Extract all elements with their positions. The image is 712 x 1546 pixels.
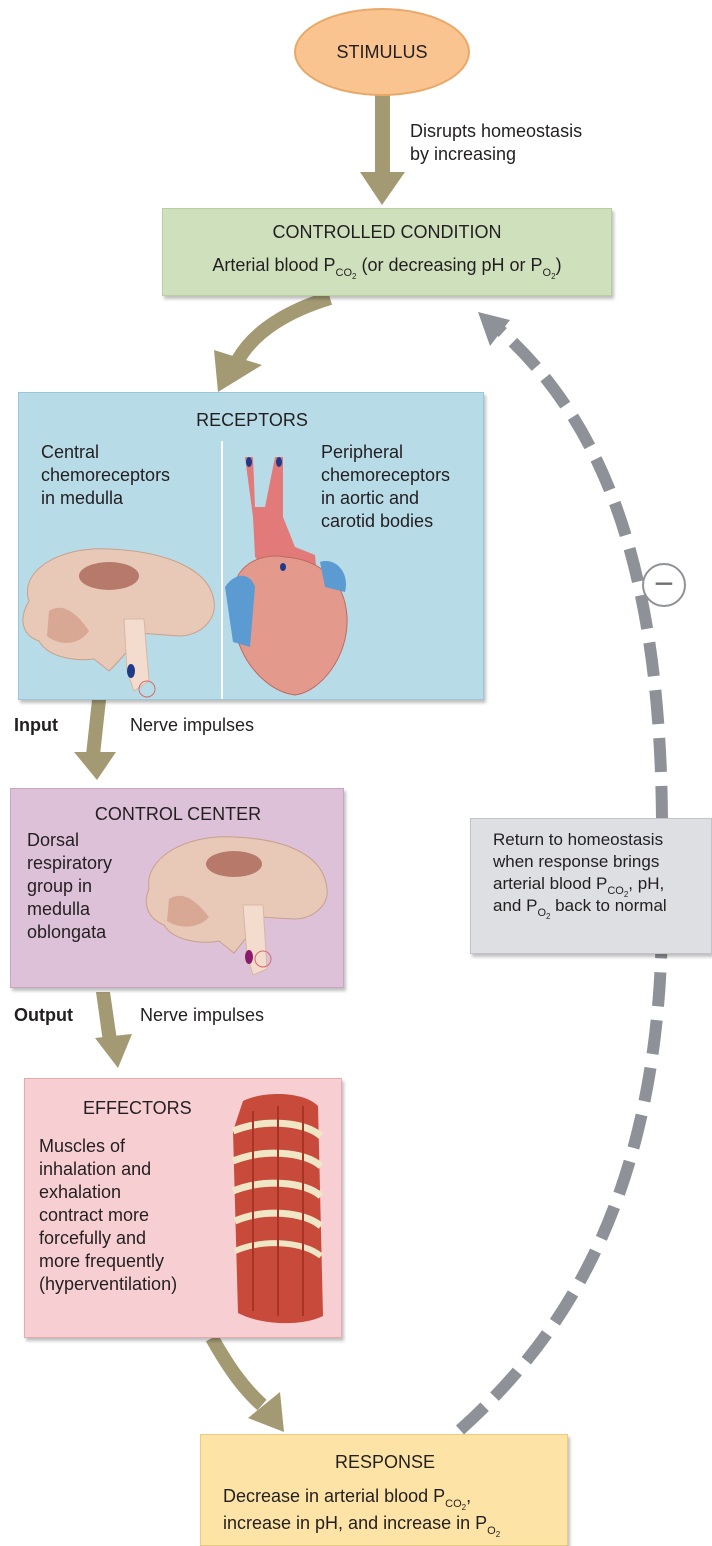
return-to-homeostasis-box: Return to homeostasis when response brin… (470, 818, 712, 954)
control-center-title: CONTROL CENTER (11, 803, 345, 826)
control-center-box: CONTROL CENTER Dorsal respiratory group … (10, 788, 344, 988)
cc-line-2: respiratory (27, 852, 112, 875)
receptors-title: RECEPTORS (19, 409, 485, 432)
receptors-divider (221, 441, 223, 699)
cc-sub-o: O (543, 267, 552, 279)
cc-text-post: (or decreasing pH or P (356, 255, 542, 275)
response-line-1-post: , (466, 1486, 471, 1506)
negative-sign-symbol: − (654, 565, 674, 603)
stimulus-label: STIMULUS (336, 41, 427, 64)
control-center-text: Dorsal respiratory group in medulla oblo… (27, 829, 112, 944)
eff-line-5: forcefully and (39, 1227, 177, 1250)
cc-line-1: Dorsal (27, 829, 112, 852)
cc-line-5: oblongata (27, 921, 112, 944)
effectors-title: EFFECTORS (83, 1097, 192, 1120)
cc-sub-co: CO (336, 267, 353, 279)
cc-text-end: ) (556, 255, 562, 275)
eff-line-3: exhalation (39, 1181, 177, 1204)
output-label: Output (14, 1004, 73, 1027)
response-line-2-sub2: 2 (496, 1530, 500, 1539)
brain-illustration (9, 541, 219, 701)
return-line-4-post: back to normal (550, 896, 666, 915)
response-line-2-sub: O (487, 1525, 496, 1537)
receptors-box: RECEPTORS Central chemoreceptors in medu… (18, 392, 484, 700)
controlled-condition-box: CONTROLLED CONDITION Arterial blood PCO2… (162, 208, 612, 296)
return-line-4: and PO2 back to normal (493, 895, 711, 917)
output-text: Nerve impulses (140, 1004, 264, 1027)
response-line-1-pre: Decrease in arterial blood P (223, 1486, 445, 1506)
eff-line-1: Muscles of (39, 1135, 177, 1158)
response-text: Decrease in arterial blood PCO2, increas… (223, 1485, 500, 1535)
return-line-3-pre: arterial blood P (493, 874, 607, 893)
output-arrow (95, 992, 132, 1068)
response-line-2-pre: increase in pH, and increase in P (223, 1513, 487, 1533)
response-box: RESPONSE Decrease in arterial blood PCO2… (200, 1434, 568, 1546)
stimulus-arrow-text: Disrupts homeostasis by increasing (410, 120, 582, 166)
response-line-1: Decrease in arterial blood PCO2, (223, 1485, 500, 1508)
eff-line-7: (hyperventilation) (39, 1273, 177, 1296)
eff-line-6: more frequently (39, 1250, 177, 1273)
negative-feedback-icon: − (642, 563, 686, 607)
rib-muscle-illustration (223, 1091, 333, 1326)
return-line-4-pre: and P (493, 896, 537, 915)
effectors-box: EFFECTORS Muscles of inhalation and exha… (24, 1078, 342, 1338)
return-line-3: arterial blood PCO2, pH, (493, 873, 711, 895)
medulla-illustration (139, 829, 329, 979)
response-title: RESPONSE (201, 1451, 569, 1474)
effectors-to-response-arrow (212, 1338, 284, 1432)
cc-line-3: group in (27, 875, 112, 898)
stimulus-arrow (360, 95, 405, 205)
input-text: Nerve impulses (130, 714, 254, 737)
response-line-2: increase in pH, and increase in PO2 (223, 1512, 500, 1535)
controlled-condition-title: CONTROLLED CONDITION (163, 221, 611, 244)
input-label: Input (14, 714, 58, 737)
eff-line-4: contract more (39, 1204, 177, 1227)
heart-illustration (225, 447, 355, 697)
cc-line-4: medulla (27, 898, 112, 921)
return-line-1: Return to homeostasis (493, 829, 711, 851)
return-line-2: when response brings (493, 851, 711, 873)
stimulus-arrow-line2: by increasing (410, 143, 582, 166)
response-line-1-sub: CO (445, 1498, 462, 1510)
central-chemoreceptors-text: Central chemoreceptors in medulla (41, 441, 170, 510)
cc-text-pre: Arterial blood P (212, 255, 335, 275)
controlled-condition-text: Arterial blood PCO2 (or decreasing pH or… (163, 254, 611, 277)
stimulus-arrow-line1: Disrupts homeostasis (410, 120, 582, 143)
central-line-3: in medulla (41, 487, 170, 510)
controlled-to-receptors-arrow (214, 298, 330, 392)
return-line-3-post: , pH, (628, 874, 664, 893)
stimulus-node: STIMULUS (294, 8, 470, 96)
effectors-text: Muscles of inhalation and exhalation con… (39, 1135, 177, 1296)
central-line-1: Central (41, 441, 170, 464)
input-arrow (74, 700, 116, 780)
central-line-2: chemoreceptors (41, 464, 170, 487)
return-line-4-sub: O (537, 907, 546, 919)
eff-line-2: inhalation and (39, 1158, 177, 1181)
